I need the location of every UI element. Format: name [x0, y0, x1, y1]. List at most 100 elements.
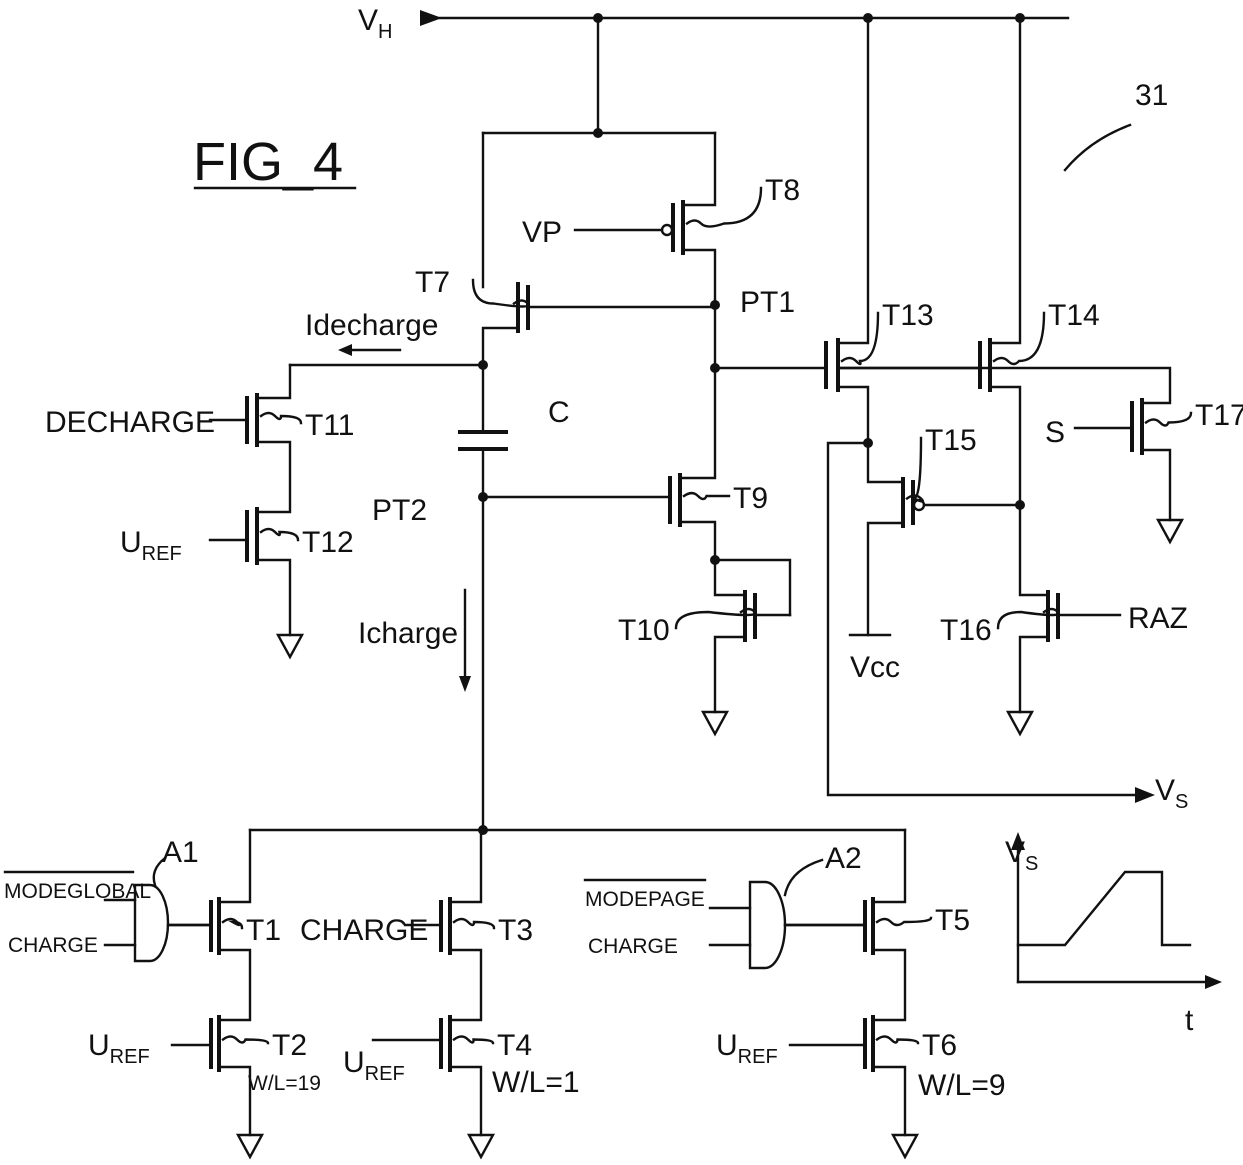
wire	[873, 950, 905, 1020]
and-gate-a2	[750, 882, 785, 968]
wl-t6-label: W/L=9	[918, 1069, 1006, 1102]
label-leader	[877, 1037, 918, 1044]
label-leader	[454, 1037, 493, 1044]
transistor-t6	[790, 1015, 918, 1072]
label-leader	[842, 313, 878, 364]
junction-dot	[478, 360, 488, 370]
transistor-t17	[1075, 398, 1191, 455]
transistor-label-t15: T15	[925, 424, 977, 457]
wire	[1020, 637, 1048, 712]
wl-t2-label: W/L=19	[248, 1072, 321, 1095]
vcc-label: Vcc	[850, 651, 900, 684]
graph-x-arrow-icon	[1205, 975, 1222, 989]
label-leader	[687, 188, 761, 227]
wire	[990, 18, 1020, 343]
wire	[873, 1067, 905, 1135]
transistor-t12	[210, 507, 298, 565]
junction-dot	[710, 300, 720, 310]
reference-leader	[1065, 125, 1130, 170]
icharge-arrow-icon	[459, 676, 471, 692]
transistor-label-t8: T8	[765, 174, 800, 207]
pt2-label: PT2	[372, 494, 427, 527]
transistor-label-t11: T11	[305, 409, 354, 442]
transistor-t5	[785, 897, 931, 955]
wire	[715, 637, 745, 712]
wire	[683, 133, 715, 205]
transistor-label-t12: T12	[302, 526, 354, 559]
charge-label-a1: CHARGE	[8, 934, 98, 957]
wire	[257, 560, 290, 635]
transistor-label-t3: T3	[498, 914, 533, 947]
label-leader	[454, 919, 494, 928]
wire	[990, 387, 1048, 595]
decharge-label: DECHARGE	[45, 406, 215, 439]
junction-dot	[863, 438, 873, 448]
idecharge-label: Idecharge	[305, 309, 438, 342]
wire	[1142, 450, 1170, 520]
transistor-t11	[210, 393, 301, 447]
wire	[838, 387, 903, 482]
wire	[838, 368, 1170, 403]
transistor-label-t5: T5	[935, 904, 970, 937]
idecharge-arrow-icon	[338, 344, 352, 356]
wire	[838, 18, 868, 343]
wire	[219, 950, 250, 1020]
ground-icon	[1008, 712, 1032, 734]
wire	[680, 250, 715, 478]
wire	[450, 1067, 481, 1135]
wire	[450, 830, 481, 902]
ground-icon	[278, 635, 302, 657]
a2-leader	[785, 860, 822, 895]
modeglobal-label: MODEGLOBAL	[4, 880, 151, 903]
ground-icon	[1158, 520, 1182, 542]
transistor-label-t4: T4	[497, 1029, 532, 1062]
transistor-t9	[483, 473, 729, 527]
s-label: S	[1045, 416, 1065, 449]
label-leader	[261, 529, 298, 540]
vs-waveform	[1018, 872, 1190, 945]
transistor-label-t6: T6	[922, 1029, 957, 1062]
graph-vs-label: VS	[1005, 836, 1038, 875]
wire	[715, 560, 790, 615]
wire	[219, 830, 250, 902]
junction-dot	[478, 825, 488, 835]
junction-dot	[1015, 13, 1025, 23]
junction-dot	[710, 555, 720, 565]
raz-label: RAZ	[1128, 602, 1188, 635]
transistor-t1	[170, 897, 242, 955]
junction-dot	[593, 128, 603, 138]
label-leader	[261, 413, 301, 423]
ground-icon	[238, 1135, 262, 1157]
ground-icon	[703, 712, 727, 734]
uref-label-t4: UREF	[343, 1046, 405, 1085]
ground-icon	[469, 1135, 493, 1157]
transistor-label-t1: T1	[246, 914, 281, 947]
uref-label-t6: UREF	[716, 1029, 778, 1068]
transistor-label-t13: T13	[882, 299, 934, 332]
reference-number: 31	[1135, 79, 1168, 112]
transistor-t16	[998, 590, 1120, 642]
transistor-label-t14: T14	[1048, 299, 1100, 332]
vs-arrow-icon	[1135, 787, 1155, 803]
transistor-label-t16: T16	[940, 614, 992, 647]
wire	[257, 365, 290, 398]
pt1-label: PT1	[740, 286, 795, 319]
figure-title: FIG_4	[193, 132, 343, 192]
label-leader	[223, 1037, 268, 1044]
transistor-label-t10: T10	[618, 614, 670, 647]
uref-label-t12: UREF	[120, 526, 182, 565]
charge-label-t3: CHARGE	[300, 914, 428, 947]
transistor-label-t7: T7	[415, 266, 450, 299]
label-leader	[684, 493, 729, 499]
wire	[450, 950, 481, 1020]
charge-label-a2: CHARGE	[588, 935, 678, 958]
wire	[483, 328, 518, 432]
transistor-label-t9: T9	[733, 482, 768, 515]
ground-icon	[893, 1135, 917, 1157]
pmos-bubble-icon	[662, 225, 672, 235]
wire	[257, 442, 290, 512]
wire	[873, 830, 905, 902]
vh-arrow-icon	[420, 10, 442, 26]
a2-label: A2	[825, 842, 862, 875]
